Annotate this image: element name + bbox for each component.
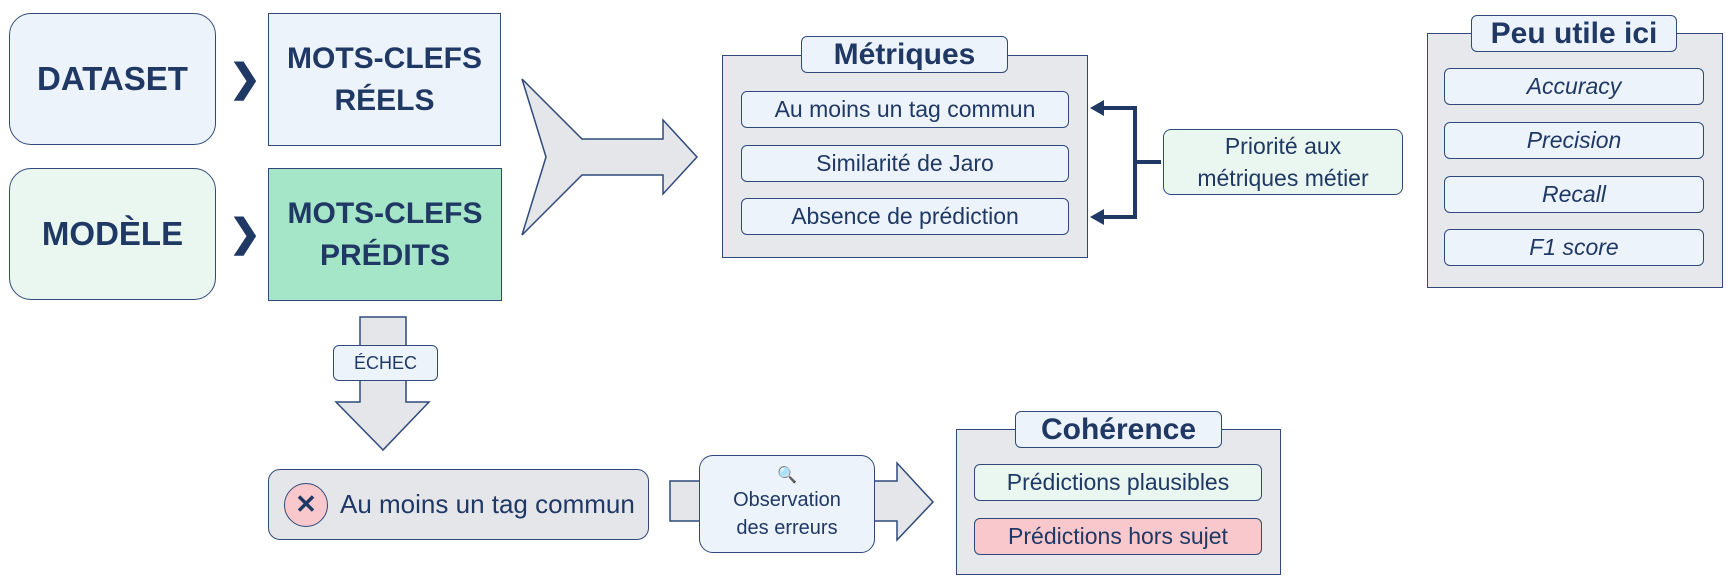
failure-x-icon: ✕: [284, 482, 328, 527]
merge-arrow: [521, 78, 699, 236]
bracket-arrowhead-top: [1090, 100, 1104, 116]
peu-utile-item: F1 score: [1444, 229, 1704, 266]
peu-utile-item: Recall: [1444, 176, 1704, 213]
bracket-arrowhead-bottom: [1090, 209, 1104, 225]
peu-utile-item: Precision: [1444, 122, 1704, 159]
predits-line2: PRÉDITS: [319, 238, 451, 272]
priorite-line2: métriques métier: [1197, 165, 1369, 191]
priority-bracket: [1093, 106, 1161, 219]
modele-box: MODÈLE: [9, 168, 216, 300]
down-arrow: [334, 316, 431, 452]
dataset-box: DATASET: [9, 13, 216, 145]
modele-label: MODÈLE: [41, 215, 184, 252]
observation-line2: des erreurs: [736, 517, 838, 539]
mots-clefs-predits-box: MOTS-CLEFS PRÉDITS: [268, 168, 502, 301]
modele-chevron: ❯: [229, 213, 261, 255]
peu-utile-item: Accuracy: [1444, 68, 1704, 105]
metrique-item: Au moins un tag commun: [741, 91, 1069, 128]
metrique-item: Absence de prédiction: [741, 198, 1069, 235]
echec-label: ÉCHEC: [333, 345, 438, 381]
predits-line1: MOTS-CLEFS: [287, 196, 483, 230]
priorite-box: Priorité aux métriques métier: [1163, 129, 1403, 195]
reels-line2: RÉELS: [334, 83, 435, 117]
priorite-line1: Priorité aux: [1224, 133, 1342, 159]
metrique-item: Similarité de Jaro: [741, 145, 1069, 182]
dataset-label: DATASET: [37, 60, 188, 97]
failure-label: Au moins un tag commun: [340, 489, 635, 519]
observation-line1: Observation: [733, 489, 841, 511]
reels-line1: MOTS-CLEFS: [287, 41, 482, 75]
mots-clefs-reels-box: MOTS-CLEFS RÉELS: [268, 13, 501, 146]
observation-box: 🔍 Observation des erreurs: [699, 455, 875, 553]
coherence-item-plausibles: Prédictions plausibles: [974, 464, 1262, 501]
peu-utile-title: Peu utile ici: [1471, 15, 1677, 52]
coherence-title: Cohérence: [1015, 411, 1222, 448]
metriques-title: Métriques: [801, 36, 1008, 73]
dataset-chevron: ❯: [229, 58, 261, 100]
magnifier-icon: 🔍: [777, 467, 797, 484]
coherence-item-hors-sujet: Prédictions hors sujet: [974, 518, 1262, 555]
failure-box: ✕ Au moins un tag commun: [268, 469, 649, 540]
